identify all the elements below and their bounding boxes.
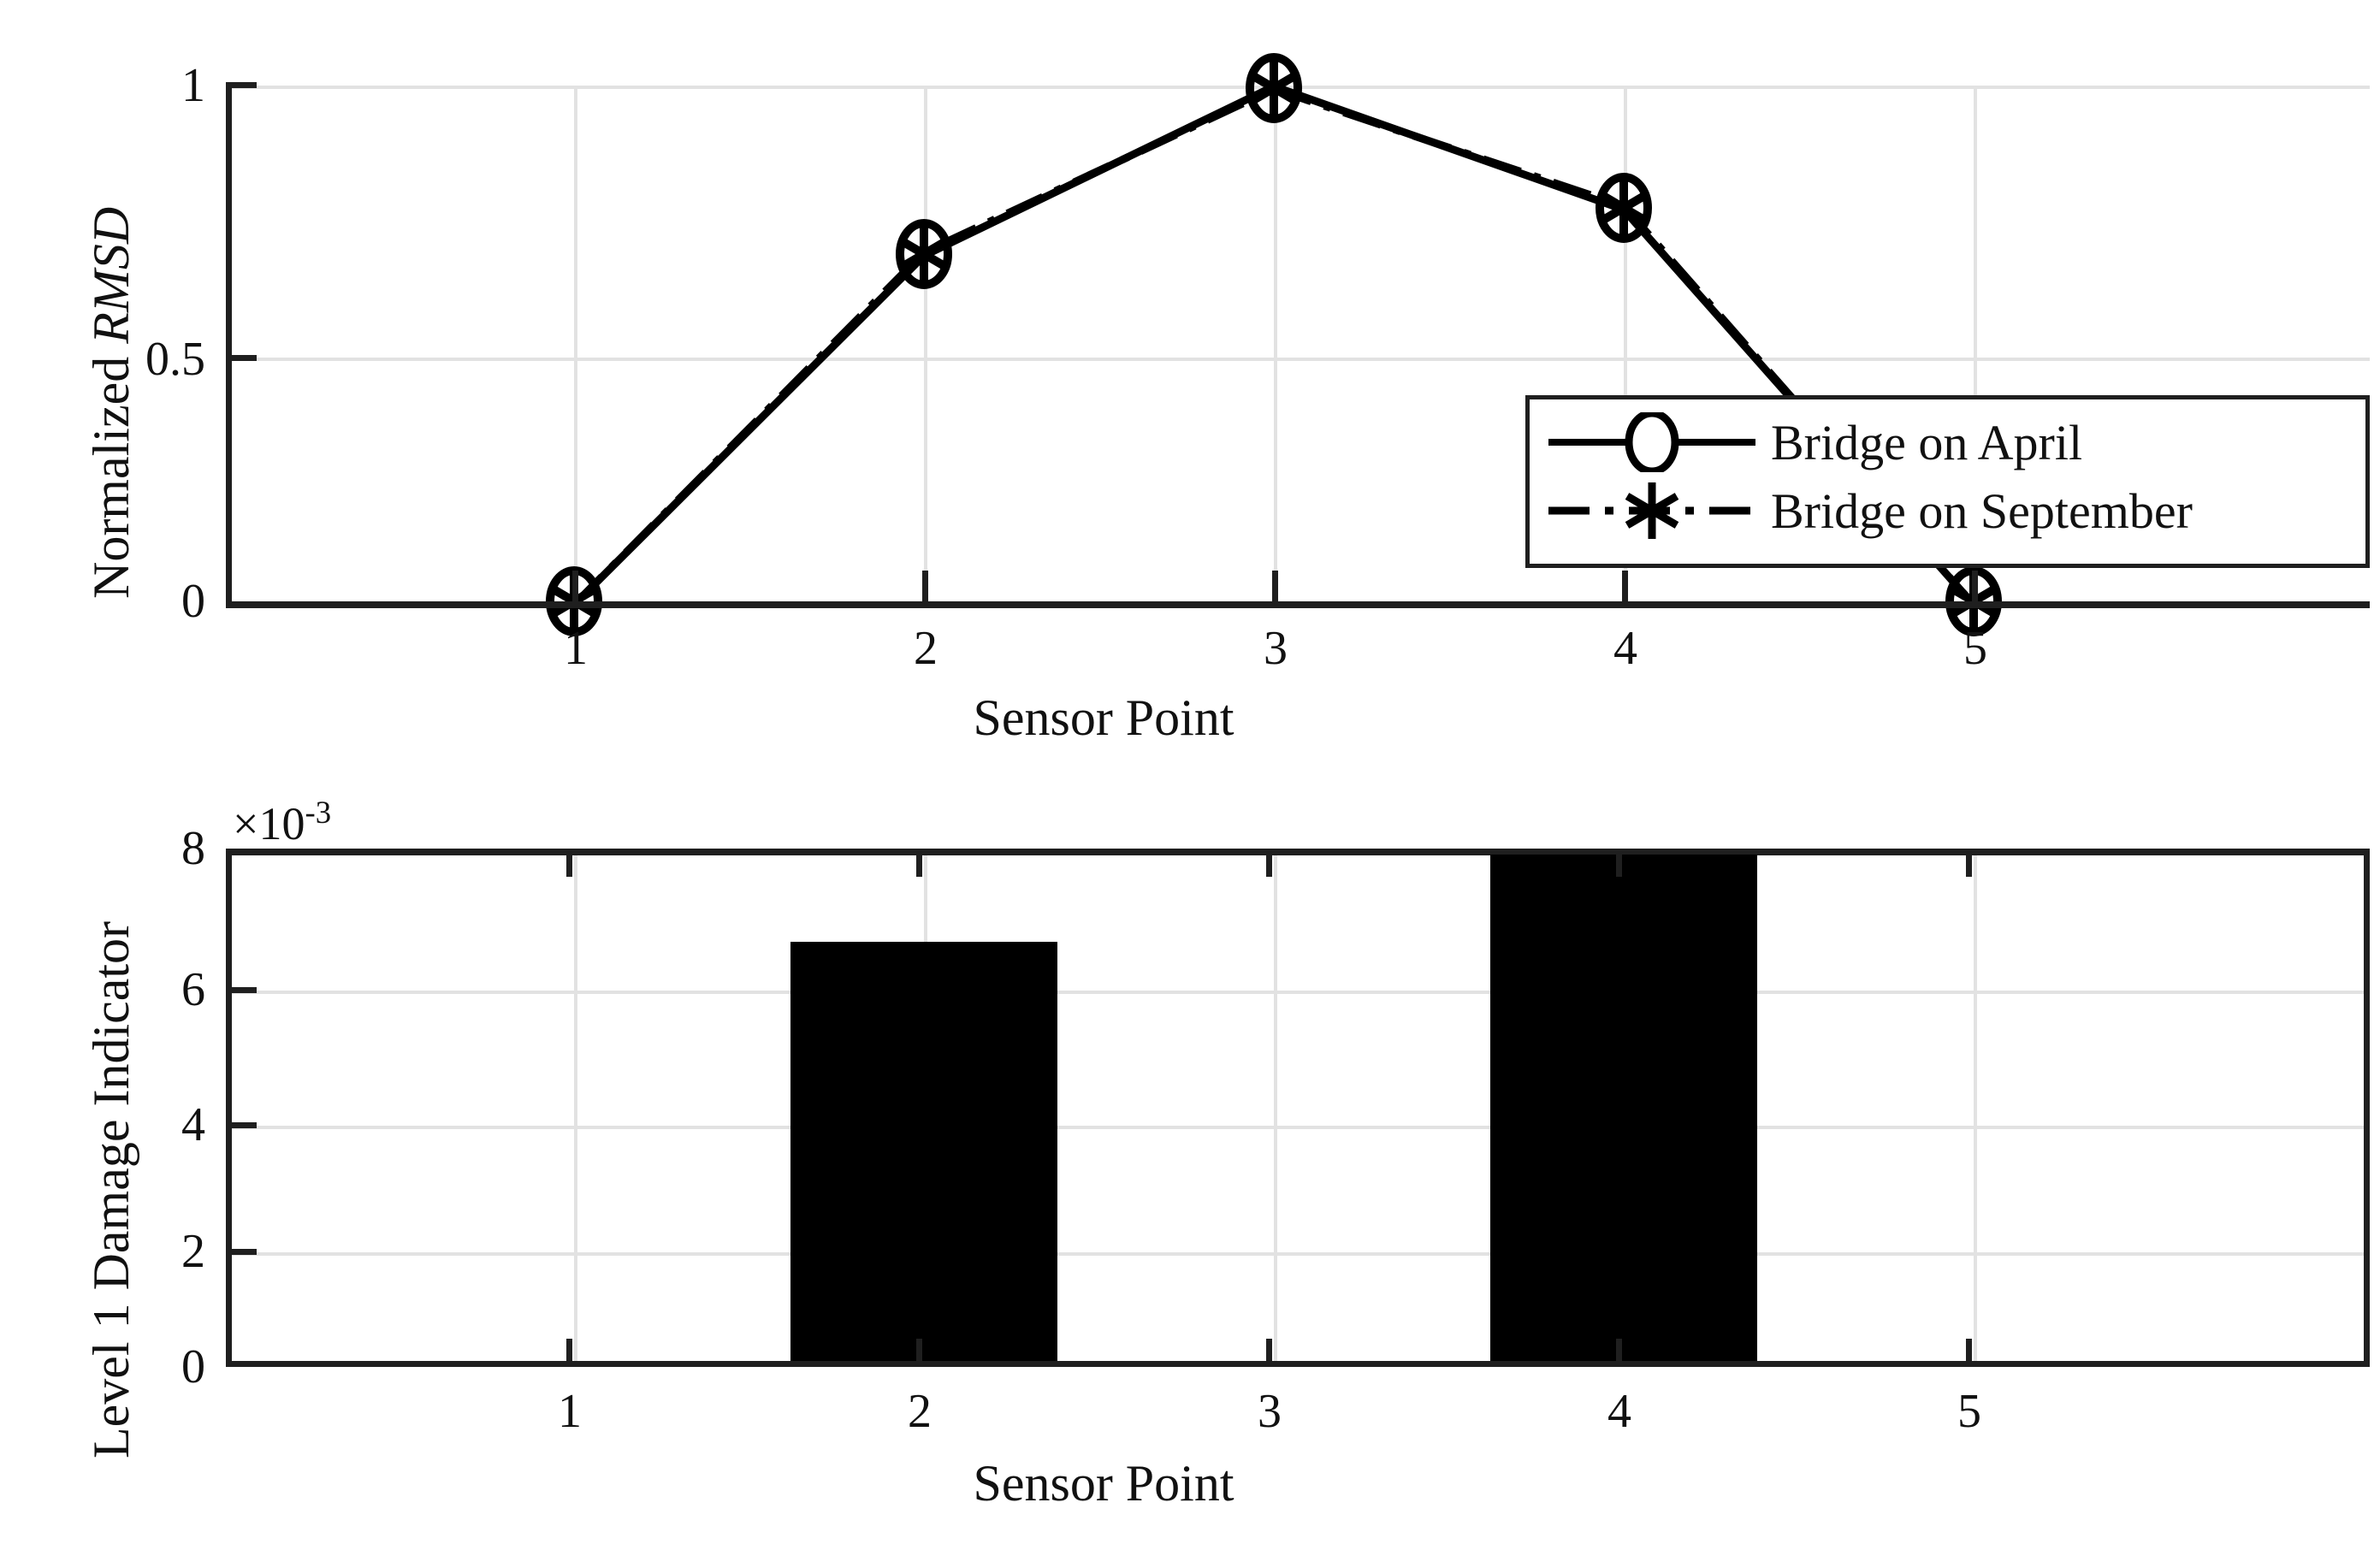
gridline-damage-y6 xyxy=(232,991,2364,994)
x-tick-label-damage-2: 2 xyxy=(908,1385,932,1438)
x-tick-rmsd-2 xyxy=(922,571,928,601)
x-tick-label-rmsd-5: 5 xyxy=(1963,622,1987,675)
x-axis-title-rmsd: Sensor Point xyxy=(973,689,1234,746)
y-tick-rmsd-05 xyxy=(226,355,257,361)
bar-sensor-point-2 xyxy=(790,942,1057,1361)
legend-rmsd[interactable]: Bridge on April Bridge on September xyxy=(1525,395,2370,568)
y-tick-label-rmsd-0: 0 xyxy=(181,575,205,628)
x-tick-label-damage-3: 3 xyxy=(1258,1385,1282,1438)
gridline-damage-x1 xyxy=(574,855,577,1361)
y-tick-label-rmsd-05: 0.5 xyxy=(145,333,205,386)
y-tick-label-damage-6: 6 xyxy=(181,963,205,1016)
gridline-rmsd-y05 xyxy=(226,358,2370,361)
y-tick-damage-4 xyxy=(226,1122,257,1128)
x-tick-damage-bottom-1 xyxy=(566,1339,572,1367)
x-tick-rmsd-1 xyxy=(572,571,578,601)
gridline-rmsd-x2 xyxy=(924,86,927,605)
x-tick-label-damage-5: 5 xyxy=(1957,1385,1981,1438)
y-tick-damage-2 xyxy=(226,1249,257,1255)
x-tick-rmsd-3 xyxy=(1272,571,1278,601)
plot-area-damage xyxy=(226,849,2370,1367)
x-tick-damage-top-3 xyxy=(1266,849,1272,877)
x-tick-damage-bottom-3 xyxy=(1266,1339,1272,1367)
x-tick-damage-top-4 xyxy=(1616,849,1622,877)
x-tick-damage-top-5 xyxy=(1966,849,1972,877)
bar-sensor-point-4 xyxy=(1490,855,1757,1361)
x-tick-label-rmsd-1: 1 xyxy=(564,622,588,675)
x-axis-spine-rmsd xyxy=(226,601,2370,608)
x-tick-label-rmsd-4: 4 xyxy=(1613,622,1637,675)
gridline-rmsd-x3 xyxy=(1274,86,1277,605)
y-axis-title-rmsd-italic: RMSD xyxy=(83,206,139,344)
x-tick-rmsd-4 xyxy=(1622,571,1628,601)
x-tick-label-damage-1: 1 xyxy=(558,1385,582,1438)
x-tick-label-rmsd-2: 2 xyxy=(914,622,938,675)
y-tick-rmsd-1 xyxy=(226,82,257,88)
y-axis-exponent-base: ×10 xyxy=(233,798,305,849)
y-tick-label-damage-4: 4 xyxy=(181,1098,205,1151)
gridline-rmsd-x4 xyxy=(1624,86,1627,605)
y-tick-damage-6 xyxy=(226,987,257,993)
x-tick-rmsd-5 xyxy=(1972,571,1978,601)
gridline-damage-y2 xyxy=(232,1252,2364,1256)
x-tick-label-damage-4: 4 xyxy=(1607,1385,1631,1438)
asterisk-marker-icon xyxy=(1625,482,1679,539)
y-axis-spine-rmsd xyxy=(226,82,232,608)
y-axis-title-rmsd: Normalized RMSD xyxy=(82,207,141,599)
y-tick-label-damage-2: 2 xyxy=(181,1225,205,1278)
x-tick-damage-top-2 xyxy=(916,849,922,877)
y-axis-exponent-damage: ×10-3 xyxy=(233,794,331,850)
gridline-damage-x5 xyxy=(1974,855,1977,1361)
legend-sample-bridge-on-april xyxy=(1545,409,1759,476)
x-tick-damage-top-1 xyxy=(566,849,572,877)
legend-item-bridge-on-april[interactable]: Bridge on April xyxy=(1545,408,2350,476)
gridline-damage-x3 xyxy=(1274,855,1277,1361)
legend-sample-bridge-on-september xyxy=(1545,481,1759,541)
y-tick-label-damage-0: 0 xyxy=(181,1340,205,1393)
x-tick-damage-bottom-4 xyxy=(1616,1339,1622,1367)
circle-marker-icon xyxy=(1625,409,1679,476)
gridline-damage-y4 xyxy=(232,1126,2364,1129)
y-tick-label-rmsd-1: 1 xyxy=(181,59,205,112)
panel-normalized-rmsd: Normalized RMSD 1 0.5 0 xyxy=(0,0,2380,770)
x-tick-label-rmsd-3: 3 xyxy=(1264,622,1288,675)
x-tick-damage-bottom-5 xyxy=(1966,1339,1972,1367)
x-axis-title-damage: Sensor Point xyxy=(973,1455,1234,1511)
gridline-rmsd-x5 xyxy=(1974,86,1977,605)
y-axis-exponent-power: -3 xyxy=(305,795,332,830)
panel-level-1-damage-indicator: Level 1 Damage Indicator ×10-3 8 6 4 2 0 xyxy=(0,770,2380,1544)
y-tick-label-damage-8: 8 xyxy=(181,822,205,875)
legend-label-bridge-on-september: Bridge on September xyxy=(1771,482,2193,539)
x-tick-damage-bottom-2 xyxy=(916,1339,922,1367)
gridline-rmsd-x1 xyxy=(574,86,577,605)
legend-item-bridge-on-september[interactable]: Bridge on September xyxy=(1545,476,2350,545)
legend-label-bridge-on-april: Bridge on April xyxy=(1771,414,2083,470)
